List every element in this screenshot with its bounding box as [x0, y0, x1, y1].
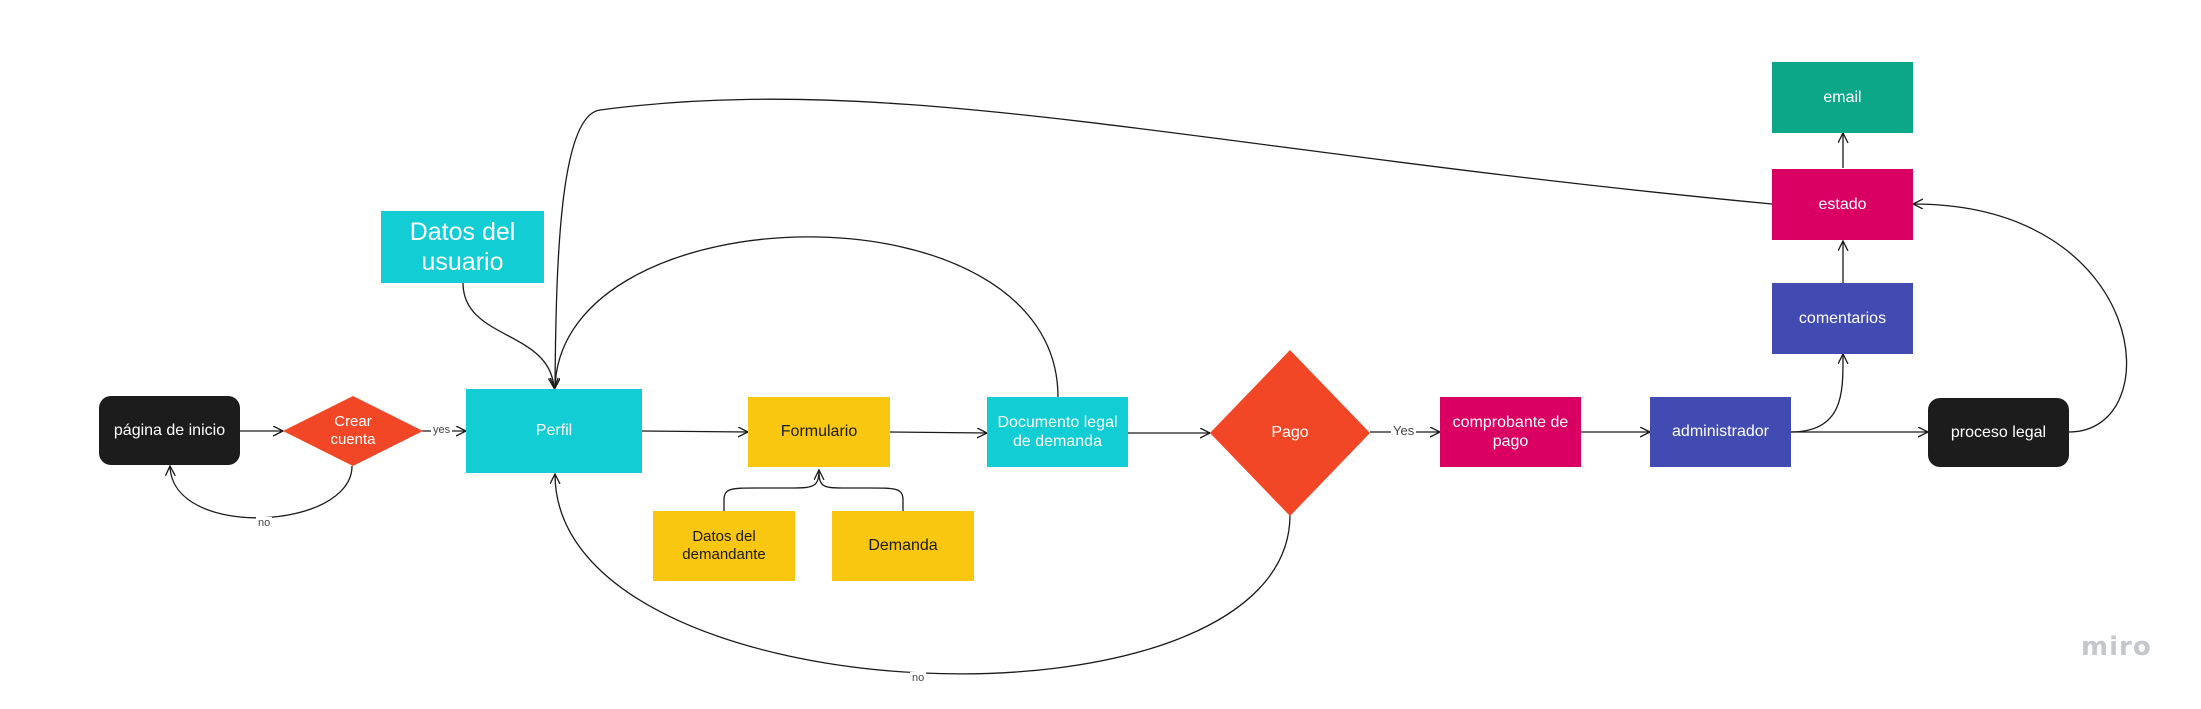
edge-label-yes: yes — [431, 424, 453, 436]
node-formulario[interactable]: Formulario — [748, 397, 890, 467]
node-proceso-legal[interactable]: proceso legal — [1928, 398, 2069, 467]
node-label: Datos del usuario — [409, 218, 516, 276]
node-email[interactable]: email — [1772, 62, 1913, 133]
edge-crear-no-to-inicio — [170, 466, 353, 519]
node-label: Documento legal de demanda — [997, 413, 1118, 450]
edge-perfil-to-formulario — [641, 431, 748, 432]
node-label: estado — [1818, 195, 1867, 213]
edge-demandante-to-formulario — [723, 470, 819, 511]
node-estado[interactable]: estado — [1772, 169, 1913, 240]
edge-documento-to-perfil — [555, 236, 1059, 398]
edge-administrador-to-comentarios — [1790, 354, 1843, 433]
edge-demanda-to-formulario — [818, 469, 904, 511]
node-pagina-de-inicio[interactable]: página de inicio — [99, 396, 240, 465]
edge-datos-usuario-to-perfil — [462, 282, 554, 388]
node-datos-del-demandante[interactable]: Datos del demandante — [653, 511, 795, 581]
diamond-shape — [283, 396, 423, 466]
edge-label-no-pago: no — [910, 672, 927, 684]
node-label: comprobante de pago — [1452, 413, 1569, 450]
node-label: página de inicio — [113, 421, 226, 439]
node-label: proceso legal — [1950, 423, 2047, 441]
edge-proceso-to-estado — [1913, 204, 2128, 433]
node-perfil[interactable]: Perfil — [466, 389, 642, 473]
node-label: Formulario — [780, 423, 858, 441]
node-label: Crear cuenta — [330, 413, 376, 448]
node-label: Demanda — [868, 537, 938, 555]
node-label: Pago — [1271, 424, 1309, 442]
diamond-shape — [1210, 350, 1370, 516]
node-administrador[interactable]: administrador — [1650, 397, 1791, 467]
node-label: comentarios — [1798, 309, 1887, 327]
miro-watermark: miro — [2081, 632, 2152, 662]
node-pago[interactable]: Pago — [1210, 350, 1370, 516]
node-comentarios[interactable]: comentarios — [1772, 283, 1913, 354]
node-demanda[interactable]: Demanda — [832, 511, 974, 581]
node-crear-cuenta[interactable]: Crear cuenta — [283, 396, 423, 466]
node-documento-legal[interactable]: Documento legal de demanda — [987, 397, 1128, 467]
node-label: administrador — [1672, 423, 1769, 441]
node-comprobante-de-pago[interactable]: comprobante de pago — [1440, 397, 1581, 467]
node-label: Perfil — [535, 422, 573, 440]
edge-label-no: no — [256, 517, 273, 529]
node-label: email — [1823, 88, 1862, 106]
node-label: Datos del demandante — [682, 528, 766, 563]
node-datos-del-usuario[interactable]: Datos del usuario — [381, 211, 544, 283]
edge-estado-to-perfil — [555, 98, 1773, 388]
edge-label-yes-pago: Yes — [1391, 423, 1417, 438]
edge-formulario-to-documento — [889, 432, 987, 433]
